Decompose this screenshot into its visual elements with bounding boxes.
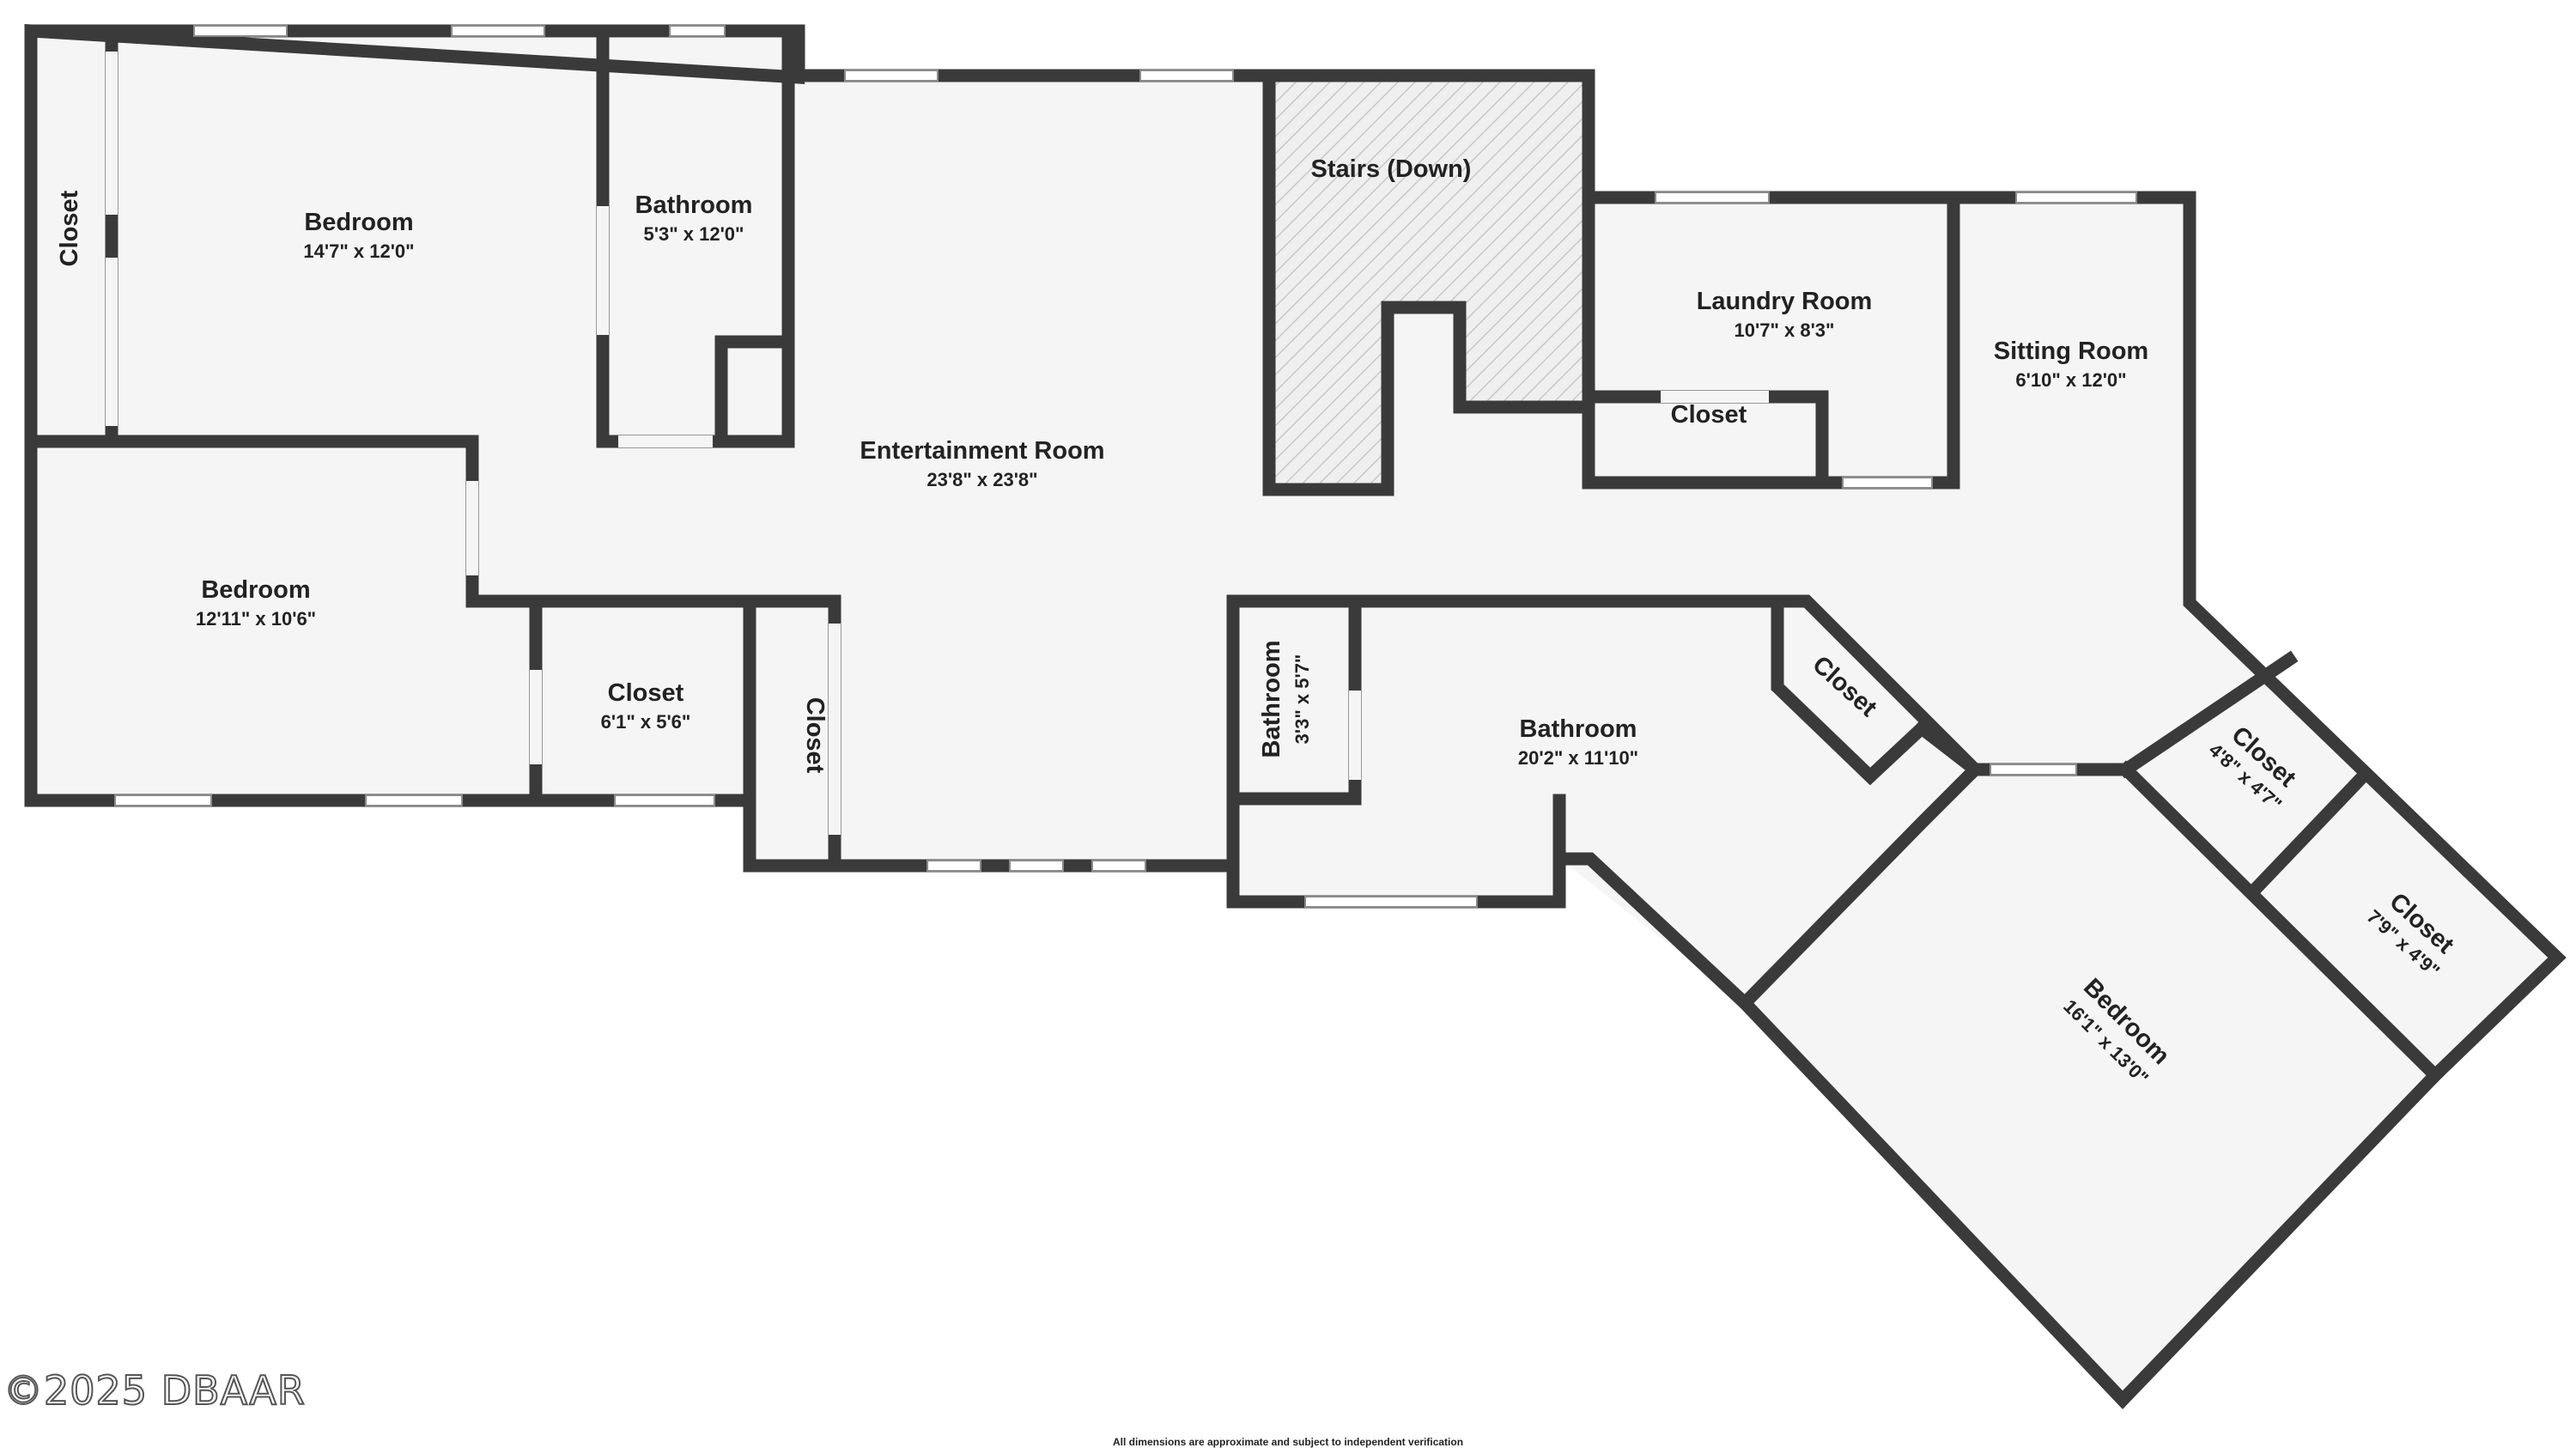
window bbox=[114, 794, 212, 806]
window bbox=[614, 794, 715, 806]
room-name: Entertainment Room bbox=[860, 437, 1104, 465]
window bbox=[1139, 70, 1234, 82]
doorway bbox=[106, 52, 118, 215]
window bbox=[844, 70, 939, 82]
room-name: Closet bbox=[56, 190, 83, 266]
window bbox=[1091, 860, 1146, 872]
doorway bbox=[597, 206, 609, 335]
window bbox=[1655, 192, 1770, 204]
room-name: Bathroom bbox=[1258, 641, 1285, 758]
watermark: ©2025 DBAAR bbox=[3, 1366, 306, 1415]
room-dimensions: 14'7" x 12'0" bbox=[303, 240, 414, 262]
window bbox=[193, 25, 288, 37]
doorway bbox=[1661, 391, 1769, 403]
windows bbox=[114, 25, 2137, 908]
window bbox=[365, 794, 463, 806]
room-dimensions: 6'10" x 12'0" bbox=[2015, 369, 2126, 391]
window bbox=[927, 860, 981, 872]
window bbox=[1990, 764, 2077, 776]
room-name: Sitting Room bbox=[1994, 338, 2148, 365]
room-dimensions: 23'8" x 23'8" bbox=[927, 469, 1037, 490]
window bbox=[451, 25, 545, 37]
room-name: Bedroom bbox=[201, 576, 310, 604]
window bbox=[1304, 896, 1478, 908]
walls bbox=[24, 24, 2567, 1409]
floor-area bbox=[31, 31, 2557, 1400]
room-name: Closet bbox=[801, 697, 829, 774]
doorway bbox=[618, 435, 713, 447]
stairs-area bbox=[1269, 79, 1585, 490]
room-name: Bathroom bbox=[635, 192, 753, 219]
doorway bbox=[1349, 691, 1361, 780]
doorway bbox=[106, 258, 118, 426]
disclaimer: All dimensions are approximate and subje… bbox=[1112, 1436, 1464, 1448]
room-name: Closet bbox=[608, 679, 684, 707]
window bbox=[669, 25, 726, 37]
room-dimensions: 12'11" x 10'6" bbox=[196, 608, 316, 630]
room-name: Bedroom bbox=[304, 209, 413, 236]
room-name: Stairs (Down) bbox=[1311, 155, 1472, 183]
window bbox=[1009, 860, 1064, 872]
room-dimensions: 10'7" x 8'3" bbox=[1735, 319, 1835, 341]
doorway bbox=[466, 481, 478, 575]
doorway bbox=[501, 435, 587, 447]
window bbox=[2015, 192, 2137, 204]
room-name: Bathroom bbox=[1520, 715, 1637, 743]
room-name: Closet bbox=[1671, 401, 1747, 429]
doorway bbox=[530, 670, 542, 764]
window bbox=[1842, 477, 1933, 489]
room-dimensions: 20'2" x 11'10" bbox=[1518, 747, 1638, 769]
doorway bbox=[829, 624, 841, 835]
room-dimensions: 3'3" x 5'7" bbox=[1291, 654, 1313, 745]
doors bbox=[106, 52, 1769, 835]
room-name: Laundry Room bbox=[1697, 288, 1873, 315]
room-dimensions: 6'1" x 5'6" bbox=[601, 711, 691, 733]
room-dimensions: 5'3" x 12'0" bbox=[644, 223, 744, 245]
